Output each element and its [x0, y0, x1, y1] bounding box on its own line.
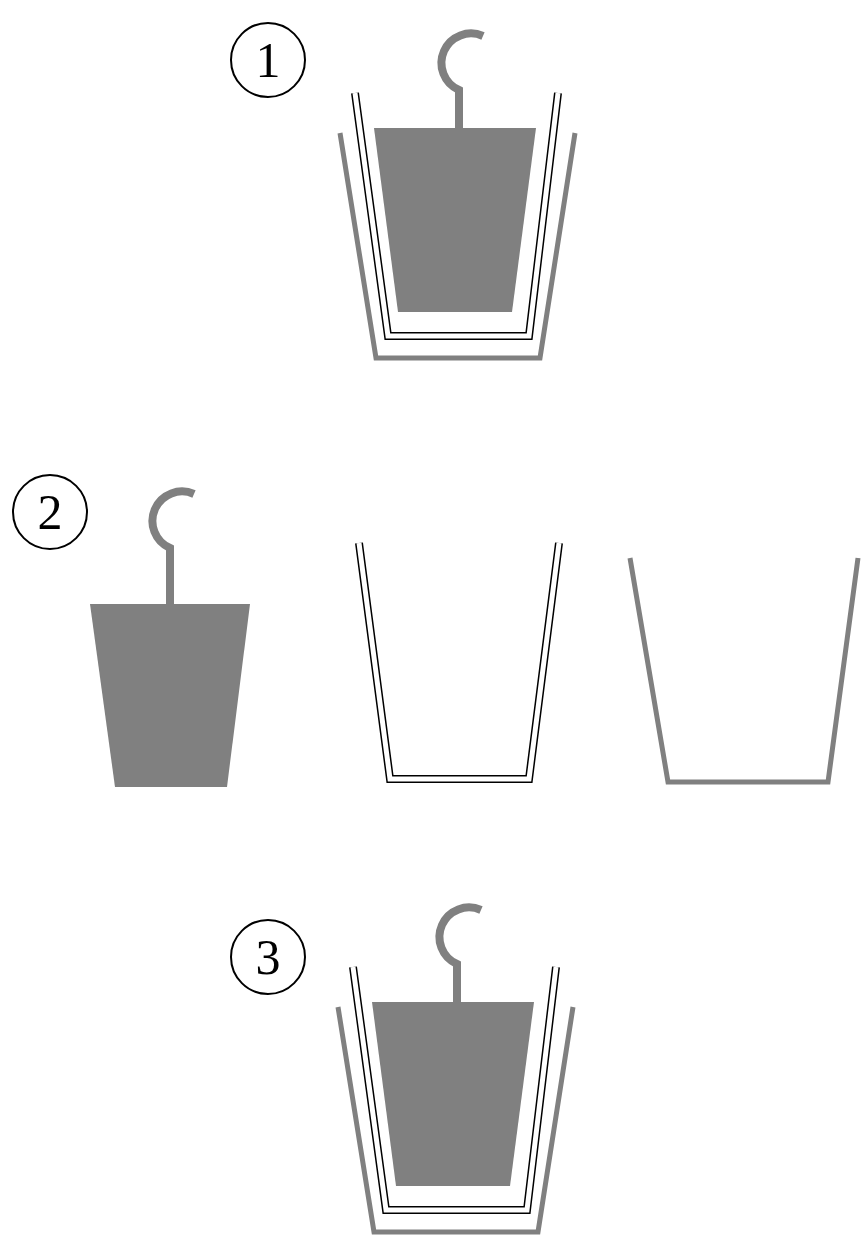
separated-parts — [90, 491, 858, 787]
callout-circle: 3 — [230, 919, 306, 995]
callout-circle: 2 — [12, 474, 88, 550]
callout-circle: 1 — [230, 22, 306, 98]
callout-number: 1 — [256, 35, 281, 85]
callout-number: 3 — [256, 932, 281, 982]
callout-number: 2 — [38, 487, 63, 537]
